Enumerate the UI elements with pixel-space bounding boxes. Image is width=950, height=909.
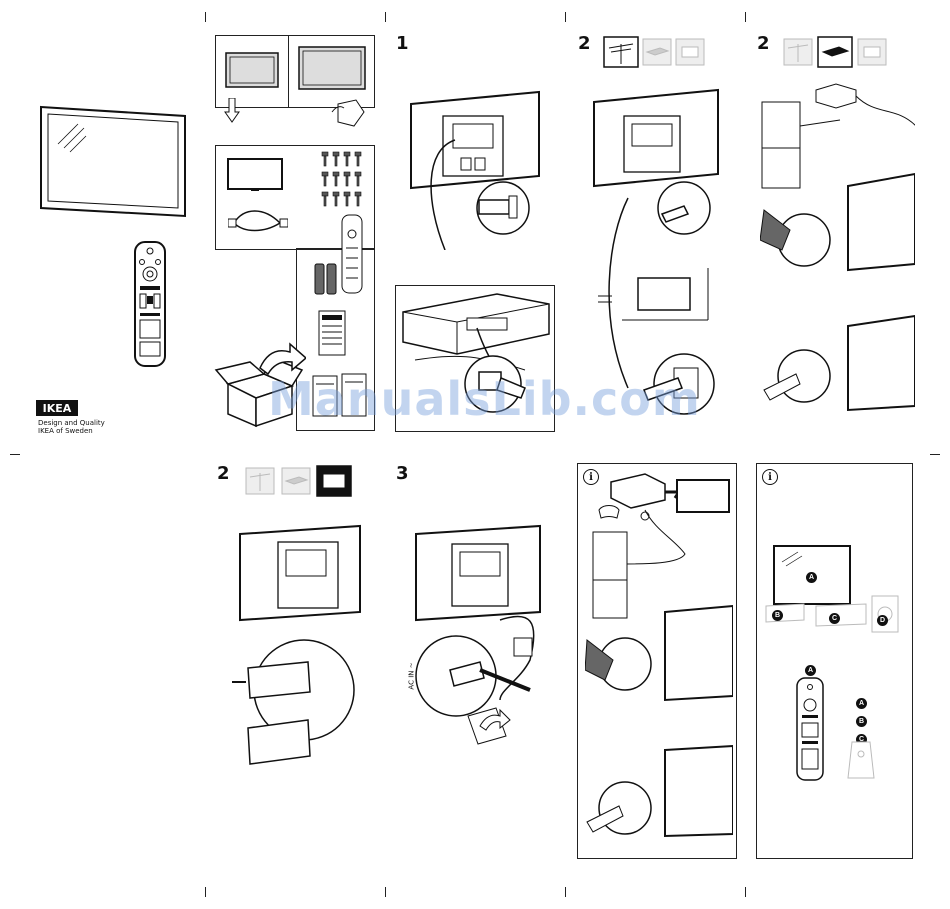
- legend-a: A: [856, 698, 867, 709]
- ci-card-option-icon: [857, 38, 887, 66]
- info-panel-devices: [756, 463, 913, 859]
- step-number: 3: [396, 463, 409, 484]
- set-top-box-option-icon: [642, 38, 672, 66]
- tv-back-antenna-illustration: [405, 90, 545, 250]
- crop-mark: [745, 12, 746, 22]
- crop-mark: [205, 887, 206, 897]
- other-remote-illustration: [846, 740, 876, 780]
- crop-mark: [205, 12, 206, 22]
- step-number: 1: [396, 33, 409, 54]
- device-label-a: A: [806, 572, 817, 583]
- svg-text:IKEA: IKEA: [43, 402, 72, 415]
- step-number: 2: [217, 463, 230, 484]
- ci-card-option-icon: [675, 38, 705, 66]
- arrow-down-icon: [224, 98, 240, 124]
- set-top-box-option-icon: [281, 467, 311, 495]
- ci-card-option-icon: [316, 465, 352, 497]
- power-connection-illustration: [410, 520, 560, 755]
- remote-label-a: A: [805, 665, 816, 676]
- set-top-box-option-icon: [817, 36, 853, 68]
- scart-hdmi-connection-illustration: [760, 80, 915, 415]
- info-icon: i: [762, 469, 778, 485]
- crop-mark: [565, 12, 566, 22]
- universal-remote-illustration: [796, 677, 824, 781]
- tv-film-peel-illustration: [298, 46, 366, 128]
- device-label-d: D: [877, 615, 888, 626]
- divider: [288, 35, 289, 108]
- crop-mark: [930, 454, 940, 455]
- antenna-option-icon: [783, 38, 813, 66]
- crop-mark: [385, 12, 386, 22]
- tagline-line-2: IKEA of Sweden: [38, 427, 105, 435]
- tagline-line-1: Design and Quality: [38, 419, 105, 427]
- brand-tagline: Design and Quality IKEA of Sweden: [38, 419, 105, 435]
- power-cable-icon: [228, 203, 288, 237]
- crop-mark: [565, 887, 566, 897]
- device-label-c: C: [829, 613, 840, 624]
- tv-with-film-illustration: [225, 52, 279, 88]
- remote-control-illustration: [133, 240, 167, 368]
- antenna-option-icon: [603, 36, 639, 68]
- screws-icon: [318, 150, 366, 212]
- ikea-logo: IKEA: [36, 400, 78, 416]
- manual-leaflet-icon: [318, 310, 346, 356]
- tv-back-antenna-wall-illustration: [588, 88, 728, 418]
- crop-mark: [10, 454, 20, 455]
- tv-front-illustration: [38, 104, 188, 219]
- step-number: 2: [757, 33, 770, 54]
- tv-small-illustration: [227, 158, 283, 192]
- antenna-option-icon: [245, 467, 275, 495]
- remote-small-icon: [341, 214, 363, 294]
- game-console-connection-illustration: [585, 470, 733, 855]
- crop-mark: [745, 887, 746, 897]
- device-label-b: B: [772, 610, 783, 621]
- crop-mark: [385, 887, 386, 897]
- legend-b: B: [856, 716, 867, 727]
- watermark: ManualsLib.com: [268, 372, 701, 426]
- ac-in-label: AC IN ~: [408, 662, 416, 689]
- step-number: 2: [578, 33, 591, 54]
- devices-illustration: [762, 540, 910, 640]
- batteries-icon: [314, 262, 338, 296]
- ci-card-insert-illustration: [228, 520, 368, 770]
